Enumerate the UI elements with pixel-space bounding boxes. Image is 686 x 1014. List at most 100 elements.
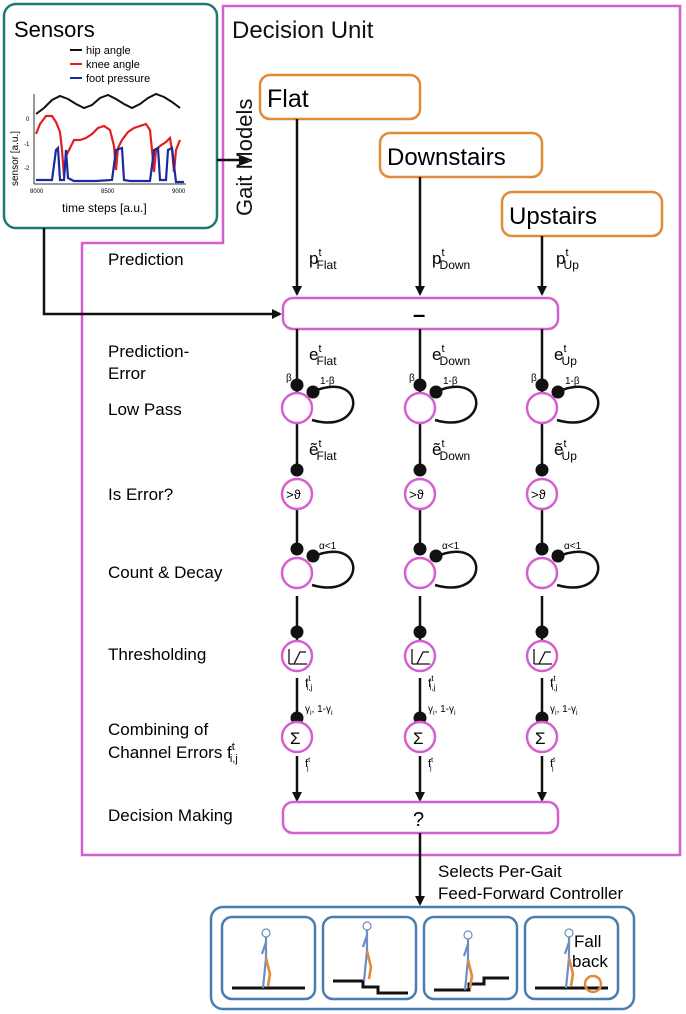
sum-symbol: Σ — [413, 729, 424, 748]
count-decay-node — [403, 556, 437, 590]
threshold-node — [525, 477, 559, 511]
prediction-error-label-1: Prediction- — [108, 342, 189, 361]
is-error-label: Is Error? — [108, 485, 173, 504]
alpha-label: α<1 — [564, 541, 582, 552]
sensor-xtick-1: 8500 — [101, 189, 115, 195]
controller-card-frame — [523, 915, 620, 1001]
gait-models-label: Gait Models — [232, 99, 257, 216]
prediction-label: Prediction — [108, 250, 184, 269]
prosthetic-leg — [567, 957, 575, 987]
fallback-label-2: back — [572, 952, 608, 971]
count-decay-node — [525, 556, 559, 590]
fallback-highlight-circle — [583, 974, 603, 994]
gait-downstairs-label: Downstairs — [387, 144, 506, 171]
minus-symbol: – — [413, 302, 425, 327]
alpha-label: α<1 — [319, 541, 337, 552]
ramp-icon — [533, 649, 552, 665]
walker-body — [462, 939, 470, 991]
prosthetic-leg — [466, 959, 474, 989]
prosthetic-leg — [264, 957, 272, 987]
combining-label-1: Combining of — [108, 720, 208, 739]
recurrent-loop — [556, 385, 600, 424]
synapse-dot — [413, 542, 427, 556]
walker-figure — [260, 928, 272, 989]
synapse-dot — [535, 625, 549, 639]
output-label-2: Feed-Forward Controller — [438, 884, 624, 903]
sensor-to-minus-arrow — [42, 228, 282, 319]
sum-symbol: Σ — [290, 729, 301, 748]
legend-hip-angle: hip angle — [86, 45, 131, 57]
low-pass-node — [280, 391, 314, 425]
sensors-frame — [2, 2, 219, 230]
gait-flat-box — [258, 73, 422, 121]
sensor-ytick-0: 0 — [26, 117, 30, 123]
decision-making-label: Decision Making — [108, 806, 233, 825]
sensors-legend: hip angle knee angle foot pressure — [70, 45, 150, 85]
controller-cards — [220, 915, 620, 1001]
hip-angle-trace — [35, 92, 181, 115]
gait-flat-label: Flat — [267, 85, 309, 113]
prediction-error-label-2: Error — [108, 364, 146, 383]
low-pass-node — [525, 391, 559, 425]
legend-knee-angle: knee angle — [86, 59, 140, 71]
walker-head — [564, 928, 574, 938]
synapse-dot — [413, 463, 427, 477]
sum-node — [525, 720, 559, 754]
sensors-title: Sensors — [14, 17, 95, 42]
recurrent-loop — [311, 385, 355, 424]
walker-head — [463, 930, 473, 940]
recurrent-loop — [434, 550, 478, 589]
threshold-symbol: >ϑ — [531, 487, 547, 502]
threshold-symbol: >ϑ — [409, 487, 425, 502]
prosthetic-leg — [365, 950, 373, 980]
sum-node — [403, 720, 437, 754]
legend-foot-pressure: foot pressure — [86, 73, 150, 85]
fallback-label-1: Fall — [574, 932, 601, 951]
decision-symbol: ? — [413, 809, 424, 831]
decision-unit-frame — [80, 4, 682, 857]
ramp-icon — [411, 649, 430, 665]
thresholding-node — [403, 639, 437, 673]
recurrent-loop — [556, 550, 600, 589]
walker-figure — [361, 921, 373, 982]
one-minus-beta-label: 1-β — [320, 376, 335, 387]
threshold-node — [280, 477, 314, 511]
sensor-ytick-1: -1 — [24, 142, 30, 148]
ground-line — [333, 979, 408, 995]
thresholding-node — [525, 639, 559, 673]
thresholding-node — [280, 639, 314, 673]
recurrent-loop — [311, 550, 355, 589]
controller-card-2 — [321, 915, 418, 1001]
sum-symbol: Σ — [535, 729, 546, 748]
count-decay-label: Count & Decay — [108, 563, 223, 582]
beta-label: β — [531, 373, 537, 384]
foot-pressure-trace — [36, 145, 184, 184]
gait-downstairs-box — [378, 131, 544, 179]
sum-node — [280, 720, 314, 754]
threshold-node — [403, 477, 437, 511]
synapse-dot — [290, 463, 304, 477]
walker-body — [361, 930, 369, 982]
synapse-dot — [535, 542, 549, 556]
alpha-label: α<1 — [442, 541, 460, 552]
count-decay-node — [280, 556, 314, 590]
gait-upstairs-box — [500, 190, 664, 238]
synapse-dot — [413, 378, 427, 392]
synapse-dot — [535, 463, 549, 477]
